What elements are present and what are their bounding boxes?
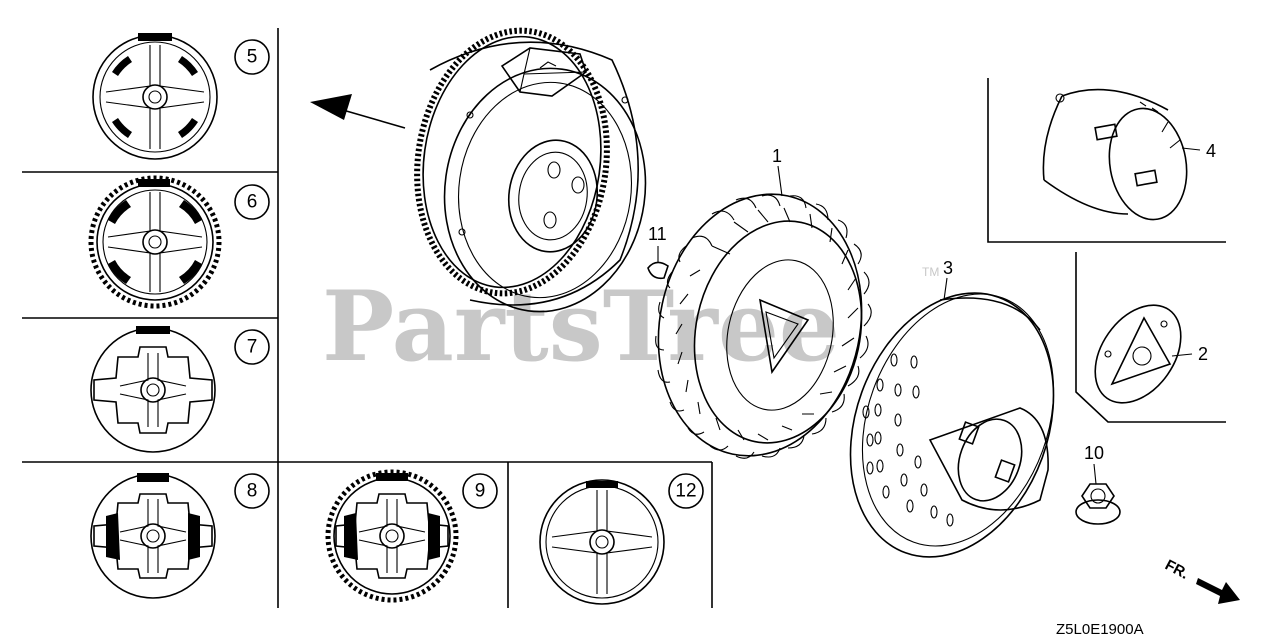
callout-part-11: 11 (648, 224, 667, 244)
rotor-variant-9-icon (325, 469, 459, 603)
front-label: FR. (1162, 557, 1191, 583)
variant-7-badge (234, 329, 270, 365)
variant-6-badge (234, 184, 270, 220)
variant-7-number: 7 (247, 337, 258, 358)
callout-part-1: 1 (772, 146, 782, 166)
starter-plate-icon (1094, 304, 1182, 404)
callout-part-3: 3 (943, 258, 953, 278)
variant-8-number: 8 (247, 481, 258, 502)
callout-part-10: 10 (1084, 443, 1104, 463)
starter-pulley-icon (849, 292, 1055, 558)
inset-box-part-4 (987, 78, 1226, 243)
front-direction-indicator: FR. (1162, 557, 1240, 604)
woodruff-key-icon (647, 261, 669, 280)
flange-nut-icon (1075, 483, 1121, 525)
variant-12-badge (668, 473, 704, 509)
direction-arrow-icon (310, 94, 406, 129)
callout-part-2: 2 (1198, 344, 1208, 364)
watermark-text: PartsTree (322, 270, 840, 383)
callout-part-4: 4 (1206, 141, 1216, 161)
rotor-variant-7-icon (90, 326, 216, 453)
cooling-fan-icon (655, 193, 872, 459)
variant-9-number: 9 (475, 481, 486, 502)
flywheel-icon (414, 27, 647, 313)
rotor-variant-6-icon (88, 175, 222, 309)
variant-panel-5[interactable]: 5 (92, 33, 270, 160)
watermark-trademark: TM (922, 265, 939, 279)
variant-panel-7[interactable]: 7 (90, 326, 270, 453)
variant-panel-8[interactable]: 8 (90, 473, 270, 599)
variant-8-badge (234, 473, 270, 509)
starter-cup-icon (1042, 88, 1188, 221)
variant-grid (22, 28, 713, 608)
variant-panel-9[interactable]: 9 (325, 469, 498, 603)
variant-5-badge (234, 39, 270, 75)
variant-9-badge (462, 473, 498, 509)
variant-5-number: 5 (247, 47, 258, 68)
inset-box-part-2 (1075, 252, 1226, 423)
rotor-variant-5-icon (92, 33, 218, 160)
front-arrow-icon (1196, 578, 1240, 604)
figure-code: Z5L0E1900A (1056, 621, 1144, 638)
variant-12-number: 12 (675, 481, 696, 502)
variant-panel-12[interactable]: 12 (539, 473, 704, 605)
leader-lines (657, 147, 1201, 485)
variant-panel-6[interactable]: 6 (88, 175, 270, 309)
rotor-variant-12-icon (539, 479, 665, 605)
variant-6-number: 6 (247, 192, 258, 213)
rotor-variant-8-icon (90, 473, 216, 599)
